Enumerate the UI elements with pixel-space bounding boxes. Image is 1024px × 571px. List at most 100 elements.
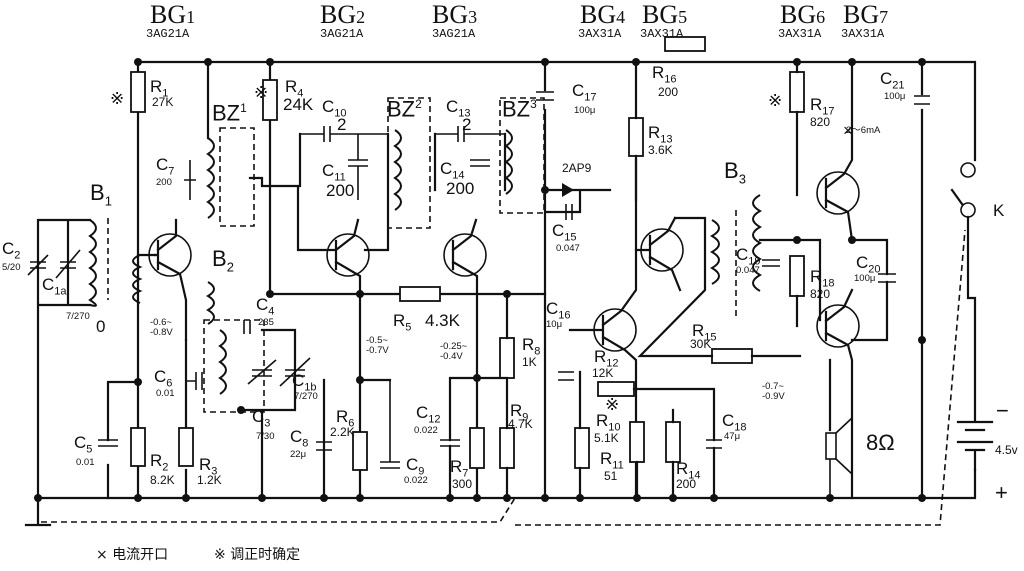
b2-primary (218, 329, 227, 395)
speaker-impedance: 8Ω (866, 430, 895, 455)
c13-value: 2 (462, 115, 472, 134)
speaker-magnet (825, 432, 837, 460)
bg4-type: 3AX31A (578, 27, 622, 41)
c20-plates (878, 273, 896, 283)
c1b-label: C1b (292, 371, 317, 394)
c1b-value: 7/270 (294, 391, 318, 402)
b1-label: B1 (90, 180, 112, 209)
c4-value: 235 (258, 317, 274, 328)
bz2-label: BZ2 (387, 96, 422, 122)
battery-cells (956, 420, 994, 472)
diode-label: 2AP9 (562, 161, 592, 175)
c9-plates (380, 380, 400, 469)
bg3-label: BG3 (432, 0, 478, 29)
c8-label: C8 (290, 427, 309, 450)
r17-label: R17 (810, 95, 835, 118)
bg2-bias-voltage: -0.5~ -0.7V (366, 335, 389, 356)
bg1-bias-voltage: -0.6~ -0.8V (150, 317, 173, 338)
c7-label: C7 (156, 155, 175, 178)
r5-label: R5 (393, 311, 412, 334)
bg3-bias-voltage: -0.25~ -0.4V (440, 341, 468, 362)
bg4-bias-voltage: -0.7~ -0.9V (762, 381, 785, 402)
r1-body (130, 71, 146, 113)
r2-label: R2 (150, 451, 169, 474)
antenna-tank (36, 218, 92, 500)
c6-label: C6 (154, 367, 173, 390)
r15-value: 30K (690, 337, 712, 351)
r2-value: 8.2K (150, 473, 175, 487)
r4-adjust-mark: ※ (254, 83, 269, 102)
r4-body (262, 79, 278, 121)
r5-value: 4.3K (425, 311, 460, 330)
b2-coil (206, 281, 215, 325)
c1a-variable (55, 249, 81, 279)
c1a-label: C1a (42, 275, 67, 298)
c3-value: 7/30 (256, 431, 275, 442)
c19-label: C19 (736, 245, 761, 268)
b3-primary (709, 219, 720, 285)
c9-label: C9 (406, 455, 425, 478)
battery-plus: + (995, 480, 1008, 505)
b2-can (203, 319, 265, 413)
r16-label: R16 (652, 63, 677, 86)
bg3-type: 3AG21A (432, 27, 476, 41)
r7-label: R7 (450, 457, 469, 480)
c18-plates (706, 439, 722, 449)
c7-plates (184, 160, 196, 200)
c19-value: 0.047 (736, 265, 760, 276)
out-wiring (828, 238, 889, 432)
c11-plates (348, 134, 368, 200)
bg6-leads (824, 60, 854, 242)
legend-adjust: ※ 调正时确定 (214, 547, 301, 563)
r2-body (130, 427, 146, 467)
bz1-coil (206, 137, 215, 219)
diode-2ap9 (562, 183, 574, 197)
c5-plates (98, 439, 118, 447)
r11-label: R11 (600, 449, 624, 472)
bg3-leads (451, 218, 479, 500)
b3-secondary (752, 194, 763, 292)
r1-label: R1 (150, 77, 169, 100)
c8-value: 22μ (290, 449, 307, 460)
c16-label: C16 (546, 299, 571, 322)
osc-wiring (238, 328, 297, 500)
r7-body (469, 427, 485, 469)
r11-value: 51 (604, 469, 618, 483)
c6-plates (186, 372, 203, 390)
bg7-label: BG7 (843, 0, 889, 29)
current-break-mark: × (843, 121, 853, 140)
c21-label: C21 (880, 69, 905, 92)
bg5-output (637, 216, 802, 358)
switch-lever (950, 188, 977, 422)
junction-dots (34, 58, 926, 502)
r16-value: 200 (658, 85, 679, 99)
bz3-coil (504, 129, 513, 195)
r4-label: R4 (285, 77, 304, 100)
b1-secondary (132, 254, 143, 304)
bz2-coil (393, 129, 402, 211)
bg1-label: BG1 (150, 0, 196, 29)
battery-minus: − (996, 398, 1009, 423)
c18-value: 47μ (724, 431, 741, 442)
c14-value: 200 (446, 179, 475, 198)
bg2-body (326, 233, 370, 277)
c14-label: C14 (440, 159, 465, 182)
r9-body (499, 427, 515, 469)
r17-body (789, 71, 805, 113)
c5-value: 0.01 (76, 457, 95, 468)
r10-value: 5.1K (594, 431, 619, 445)
battery-voltage: 4.5v (995, 443, 1018, 457)
bg6-label: BG6 (780, 0, 826, 29)
c6-value: 0.01 (156, 388, 175, 399)
r1-adjust-mark: ※ (110, 89, 125, 108)
bg5-leads (634, 216, 682, 292)
r14-value: 200 (676, 477, 697, 491)
c20-value: 100μ (854, 273, 876, 284)
c13-label: C13 (446, 97, 471, 120)
c4-plates (243, 320, 251, 334)
r14-body (665, 421, 681, 463)
bg3-body (443, 233, 487, 277)
bg1-type: 3AG21A (146, 27, 190, 41)
r5-body (399, 286, 441, 302)
